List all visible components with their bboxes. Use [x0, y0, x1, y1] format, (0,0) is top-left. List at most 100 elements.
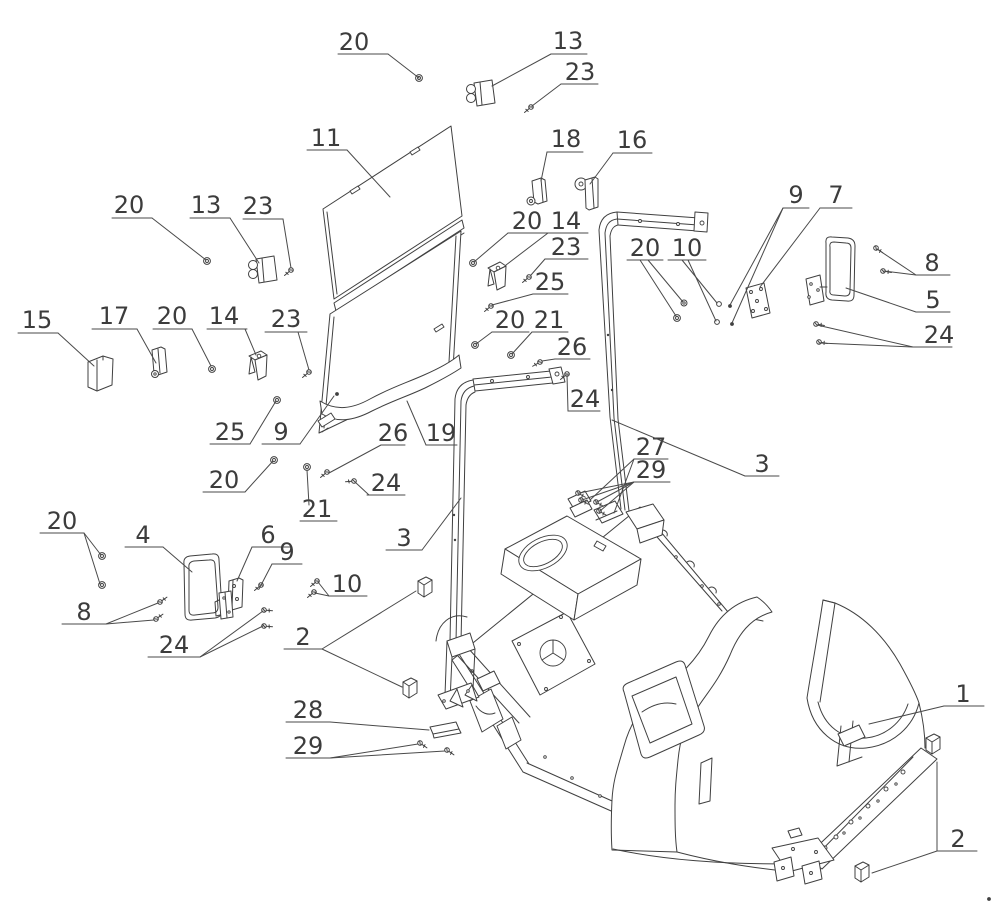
leader-line: [421, 497, 462, 551]
callout-20: 20: [473, 207, 549, 263]
callout-8: 8: [61, 598, 159, 626]
leader-line: [151, 217, 207, 261]
leader-line: [540, 151, 548, 182]
callout-label: 25: [215, 418, 246, 446]
screw-icon: [483, 303, 494, 312]
callout-label: 21: [302, 495, 333, 523]
screw-icon: [261, 607, 273, 613]
callout-label: 11: [311, 124, 342, 152]
callout-label: 24: [159, 631, 190, 659]
part-18-bracket: [526, 177, 548, 206]
screw-icon: [593, 499, 604, 507]
leader-line: [321, 590, 417, 650]
screw-icon: [521, 274, 532, 283]
callout-label: 1: [955, 680, 970, 708]
part-14-bracket-mid: [487, 261, 507, 291]
leader-line: [314, 592, 330, 597]
screw-icon: [153, 613, 164, 622]
part-13-clamp-left: [248, 255, 278, 284]
leader-line: [244, 460, 274, 493]
callout-1: 1: [868, 680, 985, 725]
leader-line: [876, 248, 917, 276]
callout-23: 23: [530, 233, 589, 276]
screw-icon: [575, 490, 586, 498]
screw-icon: [319, 469, 330, 478]
leader-line: [541, 358, 556, 362]
callout-14: 14: [505, 207, 589, 266]
screw-icon: [253, 582, 264, 591]
callout-label: 4: [135, 521, 150, 549]
callout-label: 20: [47, 507, 78, 535]
callout-label: 2: [950, 825, 965, 853]
leader-line: [816, 324, 914, 348]
leader-line: [491, 53, 552, 87]
callout-label: 16: [617, 126, 648, 154]
ring-icon: [716, 301, 722, 307]
callout-9: 9: [258, 538, 303, 590]
leader-line: [199, 625, 264, 658]
leader-line: [244, 328, 257, 356]
leader-line: [191, 328, 212, 367]
callout-label: 29: [636, 456, 667, 484]
leader-line: [299, 395, 335, 445]
callout-label: 2: [295, 623, 310, 651]
leader-line: [105, 602, 159, 625]
callout-label: 28: [293, 696, 324, 724]
leader-line: [599, 481, 635, 512]
part-27-brackets: [567, 490, 665, 544]
callout-label: 25: [535, 268, 566, 296]
callout-label: 14: [209, 302, 240, 330]
leader-line: [387, 53, 420, 79]
callout-label: 17: [99, 302, 130, 330]
callout-label: 27: [636, 433, 667, 461]
part-3-roll-bar-right: [598, 211, 709, 512]
callout-21: 21: [299, 469, 338, 523]
leader-line: [354, 481, 370, 496]
leader-line: [83, 532, 102, 556]
leader-line: [346, 149, 391, 198]
part-3-roll-bar-left: [437, 366, 566, 710]
callout-label: 14: [551, 207, 582, 235]
callout-20: 20: [337, 28, 420, 79]
callout-20: 20: [152, 302, 212, 367]
dot-icon: [730, 322, 734, 326]
leader-line: [329, 750, 446, 759]
callout-19: 19: [406, 400, 458, 447]
small-parts: [87, 79, 941, 883]
fasteners-layer: [98, 74, 991, 901]
screw-icon: [261, 623, 273, 629]
callout-24: 24: [147, 610, 264, 659]
callout-20: 20: [39, 507, 102, 585]
callout-6: 6: [236, 521, 291, 582]
callout-29: 29: [285, 732, 446, 760]
callout-label: 20: [209, 466, 240, 494]
leader-line: [57, 332, 95, 367]
leader-line: [317, 581, 330, 597]
callout-16: 16: [589, 126, 653, 185]
part-7-plate: [745, 282, 771, 319]
callout-15: 15: [17, 306, 95, 367]
callout-25: 25: [209, 400, 277, 446]
part-16-bracket: [574, 176, 599, 211]
screw-icon: [559, 371, 570, 380]
leader-line: [136, 328, 157, 364]
screw-icon: [345, 478, 357, 484]
part-4-mirror: [183, 553, 234, 621]
callout-4: 4: [124, 521, 193, 573]
leader-line: [596, 481, 635, 503]
leader-line: [581, 481, 635, 501]
leader-line: [491, 293, 534, 306]
callout-11: 11: [306, 124, 391, 198]
callout-label: 9: [273, 418, 288, 446]
leader-line: [566, 374, 569, 412]
callout-label: 20: [495, 306, 526, 334]
callout-20: 20: [202, 460, 274, 494]
callout-2: 2: [283, 590, 417, 688]
callout-23: 23: [531, 58, 599, 107]
leader-line: [321, 648, 403, 688]
callout-label: 10: [332, 570, 363, 598]
part-14-bracket-left: [248, 350, 268, 381]
leader-line: [883, 270, 917, 276]
